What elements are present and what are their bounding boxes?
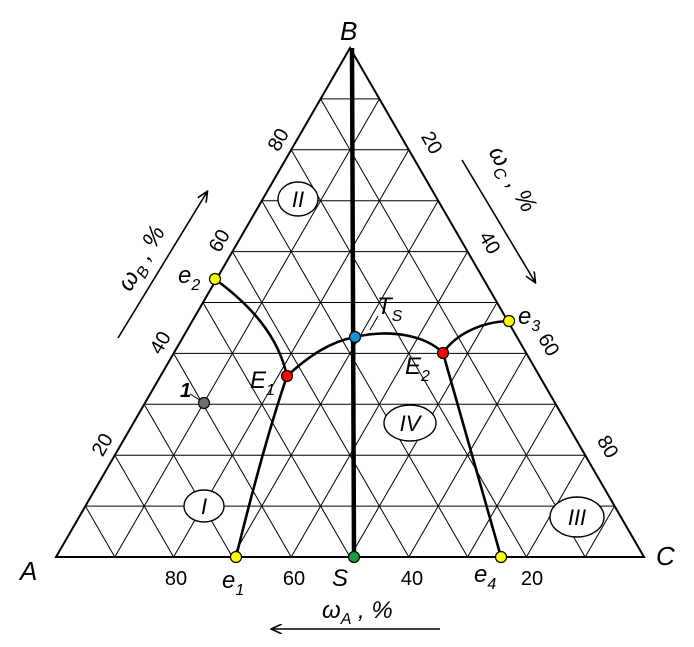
region-label-IV: IV xyxy=(400,411,423,436)
label-E2: E2 xyxy=(405,353,430,385)
a-tick-20: 20 xyxy=(521,568,543,590)
grid-line-c-90 xyxy=(584,505,616,558)
curve-Ts-E2 xyxy=(354,332,444,354)
label-e3: e3 xyxy=(518,303,540,335)
grid-line-c-60 xyxy=(408,353,527,558)
b-tick-40: 40 xyxy=(146,328,176,358)
grid-line-a-70 xyxy=(143,404,233,558)
composition-grid xyxy=(84,98,616,558)
region-label-II: II xyxy=(292,187,304,212)
a-tick-60: 60 xyxy=(283,568,305,590)
grid-line-a-10 xyxy=(320,98,586,558)
curve-E2-e4 xyxy=(441,352,503,558)
point-e2 xyxy=(208,272,222,286)
point-e1 xyxy=(229,550,243,564)
axis-arrow-b xyxy=(117,192,207,339)
vertex-label-B: B xyxy=(340,16,357,46)
region-ellipse-II xyxy=(277,181,319,217)
b-tick-20: 20 xyxy=(88,430,118,460)
axis-title-a: ωA , % xyxy=(322,597,393,628)
vertex-label-C: C xyxy=(656,541,675,571)
label-E1: E1 xyxy=(250,367,275,399)
point-1 xyxy=(197,396,211,410)
axis-title-b: ωB , % xyxy=(112,221,174,298)
region-ellipse-I xyxy=(183,489,225,523)
grid-line-c-10 xyxy=(114,98,380,558)
axis-arrow-c xyxy=(461,159,535,282)
point-S xyxy=(347,550,361,564)
label-S: S xyxy=(332,565,348,592)
a-tick-40: 40 xyxy=(401,568,423,590)
grid-line-c-70 xyxy=(467,404,557,558)
point-E2 xyxy=(436,346,450,360)
point-e4 xyxy=(494,550,508,564)
point-Ts xyxy=(348,330,362,344)
point-E1 xyxy=(280,369,294,383)
join-line-s-b xyxy=(349,47,357,558)
label-1: 1 xyxy=(180,380,191,402)
label-e4: e4 xyxy=(474,561,496,593)
grid-line-a-60 xyxy=(173,353,292,558)
grid-line-a-50 xyxy=(202,302,351,558)
curve-E1-Ts xyxy=(286,335,356,377)
label-e1: e1 xyxy=(222,567,244,599)
grid-line-a-30 xyxy=(261,200,469,558)
grid-line-a-80 xyxy=(114,454,175,558)
grid-line-a-90 xyxy=(84,505,116,558)
point-e3 xyxy=(502,314,516,328)
curve-e2-E1 xyxy=(214,277,289,377)
curve-e1-E1 xyxy=(234,375,289,558)
axis-title-c: ωC , % xyxy=(479,141,542,219)
label-Ts: TS xyxy=(377,293,403,325)
region-label-I: I xyxy=(201,494,207,519)
vertex-label-A: A xyxy=(18,556,37,586)
ts-pointer-line xyxy=(369,315,379,331)
b-tick-80: 80 xyxy=(264,125,294,155)
a-tick-80: 80 xyxy=(165,568,187,590)
grid-line-c-30 xyxy=(231,200,439,558)
c-tick-20: 20 xyxy=(416,128,446,158)
c-tick-80: 80 xyxy=(592,432,622,462)
region-ellipse-III xyxy=(549,496,605,538)
b-tick-60: 60 xyxy=(205,226,235,256)
curve-e3-E2 xyxy=(441,319,510,354)
region-label-III: III xyxy=(568,505,586,530)
region-ellipse-IV xyxy=(383,404,437,442)
label-e2: e2 xyxy=(178,262,200,294)
c-tick-40: 40 xyxy=(474,228,504,258)
